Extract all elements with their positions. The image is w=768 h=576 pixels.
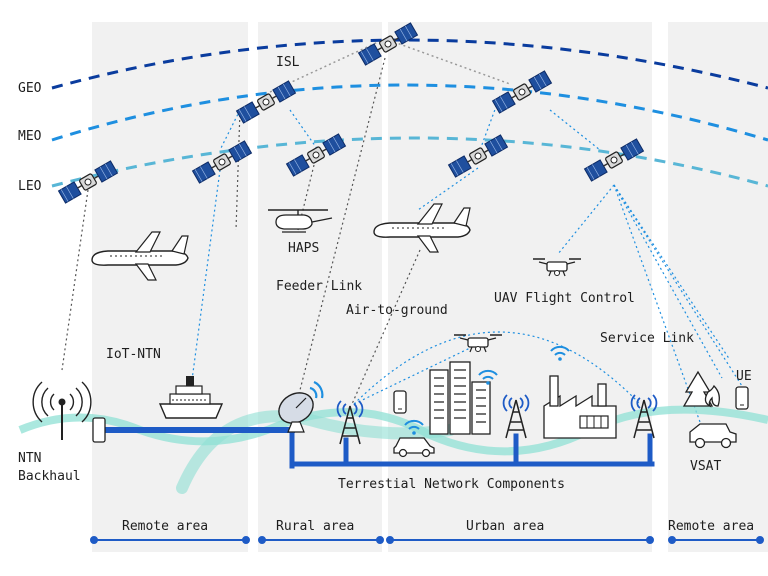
ship-icon [158, 376, 224, 419]
iot-ntn-label: IoT-NTN [106, 347, 161, 362]
meo-orbit [51, 83, 768, 142]
geo-label: GEO [18, 81, 42, 96]
factory-icon [543, 375, 617, 439]
ntn-backhaul-antenna-icon [32, 381, 92, 440]
urban-area-label: Urban area [466, 519, 544, 534]
air-to-ground-label: Air-to-ground [346, 303, 448, 318]
ue-label: UE [736, 369, 752, 384]
terrestrial-network-label: Terrestial Network Components [338, 477, 565, 492]
leo-orbit [51, 136, 768, 188]
meo-label: MEO [18, 129, 42, 144]
ue-phone-icon [735, 386, 749, 410]
isl-link-2 [393, 41, 511, 85]
terrestrial-backbone [101, 427, 655, 469]
remote-area-left-bg [92, 22, 248, 552]
ntn-backhaul-label-line2: Backhaul [18, 469, 81, 484]
remote-area-right-label: Remote area [668, 519, 754, 534]
backhaul-terminal-icon [92, 417, 106, 443]
vsat-vehicle-icon [689, 423, 737, 449]
service-link-label: Service Link [600, 331, 694, 346]
feeder-dish-icon [278, 380, 324, 433]
feeder-link-label: Feeder Link [276, 279, 362, 294]
area-axis [90, 536, 764, 544]
leo-label: LEO [18, 179, 42, 194]
urban-area-bg [388, 22, 652, 552]
rural-area-label: Rural area [276, 519, 354, 534]
remote-area-right-bg [668, 22, 768, 552]
geo-orbit [51, 38, 768, 90]
haps-label: HAPS [288, 241, 319, 256]
forest-fire-icon [682, 370, 720, 408]
coverage-wave-2 [176, 410, 456, 494]
vsat-label: VSAT [690, 459, 721, 474]
isl-label: ISL [276, 55, 300, 70]
city-buildings-icon [429, 361, 491, 435]
ntn-backhaul-label-line1: NTN [18, 451, 41, 466]
car-icon [393, 437, 435, 458]
smartphone-icon [393, 390, 407, 414]
uav-flight-control-label: UAV Flight Control [494, 291, 635, 306]
remote-area-left-label: Remote area [122, 519, 208, 534]
haps-helicopter-icon [268, 209, 333, 233]
